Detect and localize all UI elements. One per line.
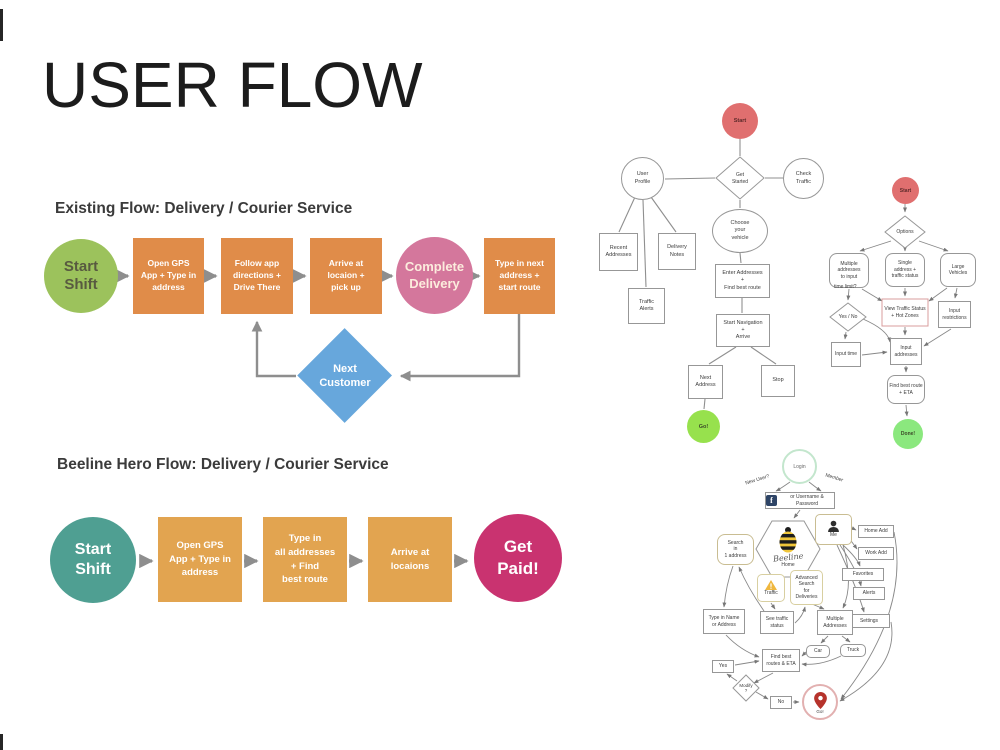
wfc-modify-diamond: Modify ? xyxy=(739,682,753,693)
wfc-login-node: Login xyxy=(782,449,817,484)
wfa-start-navigation-node: Start Navigation + Arrive xyxy=(716,314,770,347)
wfc-type-in-name-node: Type in Name or Address xyxy=(703,609,745,634)
existing-flow-heading: Existing Flow: Delivery / Courier Servic… xyxy=(55,200,353,217)
wfc-see-traffic-node: See traffic status xyxy=(760,611,794,634)
wfb-single-address-node: Single address + traffic status xyxy=(885,253,925,287)
page-title: USER FLOW xyxy=(42,49,423,121)
beeline-flow-heading: Beeline Hero Flow: Delivery / Courier Se… xyxy=(57,456,389,473)
wfb-view-traffic-node: View Traffic Status + Hot Zones xyxy=(884,306,926,319)
wfc-favorites-node: Favorites xyxy=(842,568,884,581)
wfb-done-node: Done! xyxy=(893,419,923,449)
wfb-start-node: Start xyxy=(892,177,919,204)
wfc-alerts-node: Alerts xyxy=(853,587,885,600)
wfb-options-diamond: Options xyxy=(896,228,914,235)
wfa-check-traffic-node: Check Traffic xyxy=(783,158,824,199)
wfc-member-label: Member xyxy=(824,472,844,484)
wfc-go-node: Go! xyxy=(802,684,838,720)
wfa-traffic-alerts-node: Traffic Alerts xyxy=(628,288,665,324)
beeline-get-paid-node: Get Paid! xyxy=(474,514,562,602)
wfc-car-node: Car xyxy=(806,645,830,658)
wfc-new-user-label: New User? xyxy=(744,473,771,487)
wfb-multiple-addresses-node: Multiple addresses to input xyxy=(829,253,869,288)
wfa-user-profile-node: User Profile xyxy=(621,157,664,200)
wfc-username-password-node: f or Username & Password xyxy=(765,492,835,509)
wfb-time-limit-label: time limit? xyxy=(834,284,857,290)
wfc-no-node: No xyxy=(770,696,792,709)
wfc-truck-node: Truck xyxy=(840,644,866,657)
wfb-input-addresses-node: Input addresses xyxy=(890,338,922,365)
beeline-step-open-gps: Open GPS App + Type in address xyxy=(158,517,242,602)
wfa-delivery-notes-node: Delivery Notes xyxy=(658,233,696,270)
existing-step-type-next: Type in next address + start route xyxy=(484,238,555,314)
wfc-settings-node: Settings xyxy=(848,614,890,628)
wfc-search-single-node: Search in 1 address xyxy=(717,534,754,565)
warning-icon xyxy=(765,579,777,590)
wfa-go-node: Go! xyxy=(687,410,720,443)
wfb-input-time-node: Input time xyxy=(831,342,861,367)
wfc-me-node: Me xyxy=(815,514,852,545)
person-icon xyxy=(828,520,839,533)
wfb-find-best-route-node: Find best route + ETA xyxy=(887,375,925,404)
wfc-home-label: Home xyxy=(781,561,795,568)
wfc-work-add-node: Work Add xyxy=(858,547,894,560)
bee-icon xyxy=(779,526,797,553)
wfa-start-node: Start xyxy=(722,103,758,139)
wfa-enter-addresses-node: Enter Addresses + Find best route xyxy=(715,264,770,298)
wfa-recent-addresses-node: Recent Addresses xyxy=(599,233,638,271)
wfb-large-vehicles-node: Large Vehicles xyxy=(940,253,976,287)
wfc-traffic-node: Traffic xyxy=(757,574,785,602)
wfc-yes-node: Yes xyxy=(712,660,734,673)
beeline-logo-script: Beeline xyxy=(772,551,804,564)
wfc-find-best-routes-node: Find best routes & ETA xyxy=(762,649,800,672)
existing-start-node: Start Shift xyxy=(44,239,118,313)
wfa-next-address-node: Next Address xyxy=(688,365,723,399)
existing-step-arrive: Arrive at locaion + pick up xyxy=(310,238,382,314)
beeline-step-arrive: Arrive at locaions xyxy=(368,517,452,602)
wfa-choose-vehicle-node: Choose your vehicle xyxy=(712,209,768,253)
existing-loop-diamond: Next Customer xyxy=(297,328,393,424)
scan-artifact xyxy=(0,734,3,750)
beeline-start-node: Start Shift xyxy=(50,517,136,603)
beeline-step-type-all: Type in all addresses + Find best route xyxy=(263,517,347,602)
wfb-yes-no-diamond: Yes / No xyxy=(838,313,858,320)
wfb-input-restrictions-node: Input restrictions xyxy=(938,301,971,328)
wfa-stop-node: Stop xyxy=(761,365,795,397)
wfc-advanced-search-node: Advanced Search for Deliveries xyxy=(790,570,823,605)
wfc-multiple-addresses-node: Multiple Addresses xyxy=(817,610,853,635)
wfc-home-add-node: Home Add xyxy=(858,525,894,538)
wfa-get-started-diamond: Get Started xyxy=(731,172,749,185)
map-pin-icon xyxy=(813,691,827,709)
existing-complete-node: Complete Delivery xyxy=(396,237,473,314)
facebook-icon: f xyxy=(766,495,777,506)
scan-artifact xyxy=(0,9,3,41)
existing-step-follow-app: Follow app directions + Drive There xyxy=(221,238,293,314)
existing-step-open-gps: Open GPS App + Type in address xyxy=(133,238,204,314)
wfc-beeline-home-node: Beeline Home xyxy=(757,520,819,577)
